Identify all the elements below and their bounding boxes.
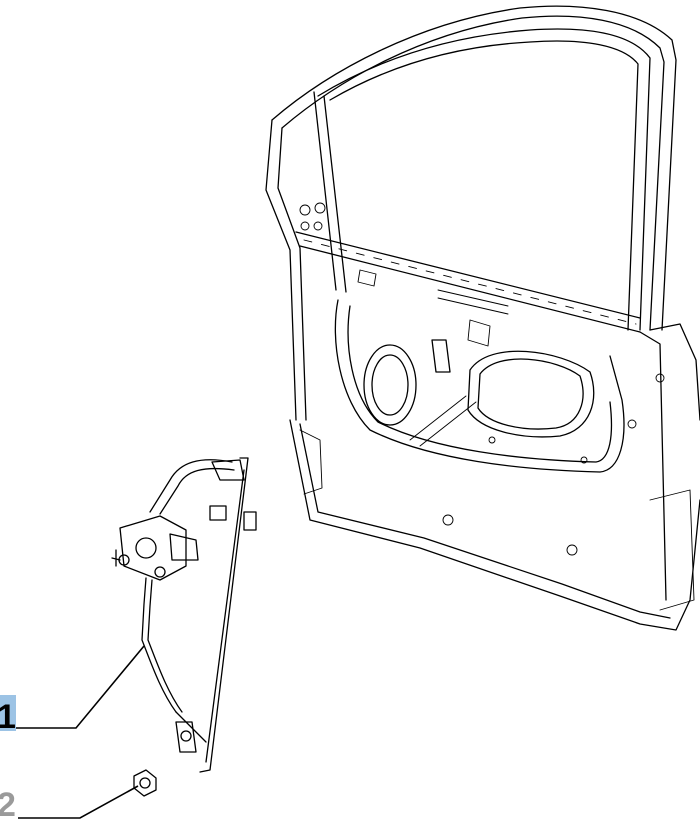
nut bbox=[133, 769, 157, 797]
callout-1-highlight bbox=[0, 695, 16, 731]
callout-1-label: 1 bbox=[0, 698, 16, 736]
callout-1: 1 bbox=[0, 645, 145, 736]
door-shell bbox=[265, 5, 700, 631]
leader-line-1 bbox=[16, 645, 145, 729]
callout-2: 2 bbox=[0, 785, 139, 823]
window-regulator bbox=[111, 457, 257, 773]
leader-line-2 bbox=[18, 785, 139, 819]
callout-2-label: 2 bbox=[0, 786, 16, 823]
